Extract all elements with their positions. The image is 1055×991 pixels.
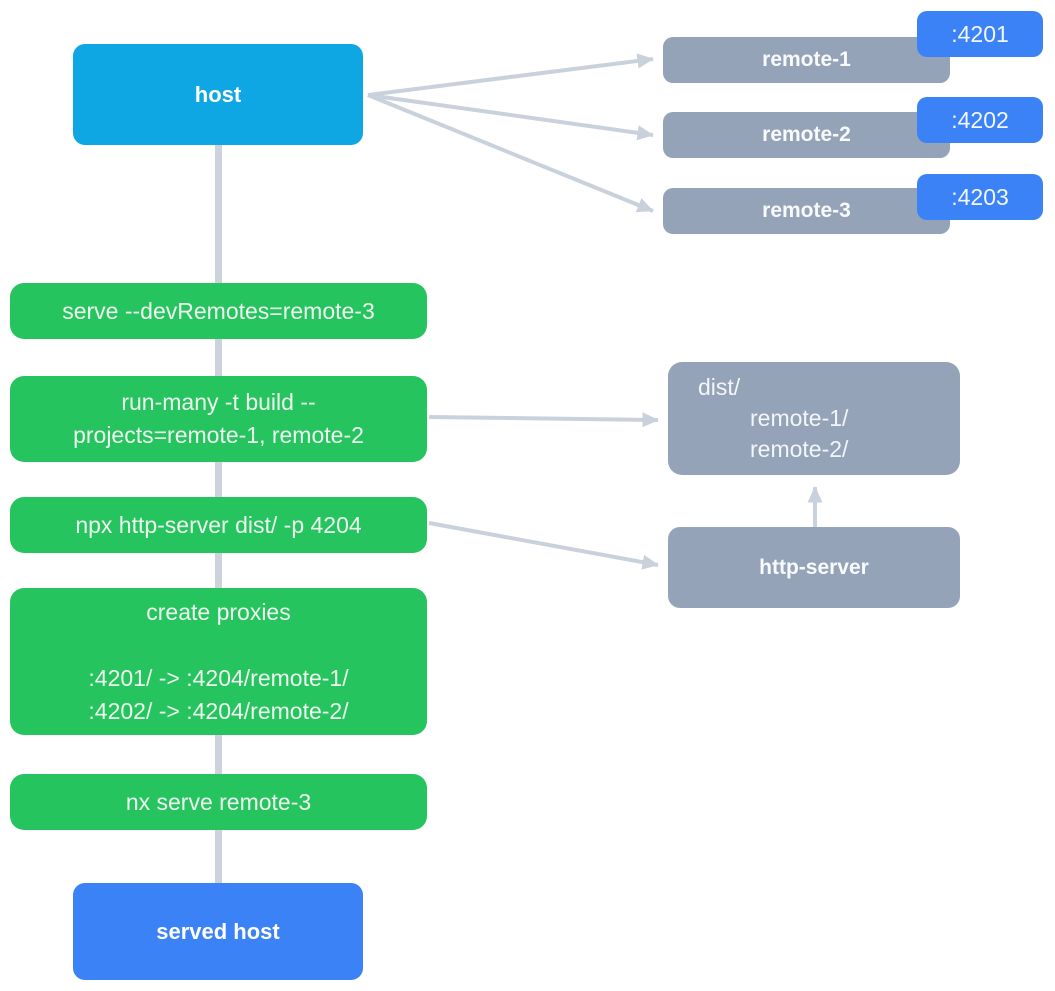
step-create-proxies-mapping-1: :4201/ -> :4204/remote-1/: [88, 664, 349, 691]
http-server-node: http-server: [668, 527, 960, 608]
edge-host-remote-1: [367, 53, 654, 97]
port-badge-4201: :4201: [917, 11, 1043, 57]
served-host-node: served host: [73, 883, 363, 980]
step-create-proxies: create proxies :4201/ -> :4204/remote-1/…: [10, 588, 427, 735]
dist-folder-root: dist/: [698, 374, 741, 400]
remote-2-label: remote-2: [762, 123, 851, 146]
step-create-proxies-title: create proxies: [146, 598, 291, 625]
http-server-label: http-server: [759, 555, 869, 579]
remote-1-label: remote-1: [762, 48, 851, 71]
port-badge-4201-label: :4201: [951, 20, 1009, 47]
step-npx-http-server: npx http-server dist/ -p 4204: [10, 497, 427, 553]
remote-2-node: remote-2: [663, 112, 950, 158]
edge-host-remote-3: [367, 93, 654, 213]
dist-folder-remote-2: remote-2/: [750, 436, 849, 462]
step-serve-dev-remotes: serve --devRemotes=remote-3: [10, 283, 427, 339]
edge-npx-httpserver: [428, 521, 659, 570]
port-badge-4202: :4202: [917, 97, 1043, 143]
remote-1-node: remote-1: [663, 37, 950, 83]
edge-runmany-dist: [428, 412, 659, 428]
port-badge-4203: :4203: [917, 174, 1043, 220]
remote-3-label: remote-3: [762, 199, 851, 222]
step-create-proxies-mapping-2: :4202/ -> :4204/remote-2/: [88, 697, 349, 724]
served-host-label: served host: [156, 918, 280, 944]
edge-host-remote-2: [367, 93, 654, 141]
step-run-many-build-line-1: run-many -t build --: [121, 389, 316, 415]
host-label: host: [194, 81, 242, 107]
step-npx-http-server-text: npx http-server dist/ -p 4204: [75, 511, 362, 538]
port-badge-4203-label: :4203: [951, 183, 1009, 210]
step-run-many-build: run-many -t build -- projects=remote-1, …: [10, 376, 427, 462]
step-nx-serve-remote-3-text: nx serve remote-3: [125, 788, 312, 815]
dist-folder-node: dist/ remote-1/ remote-2/: [668, 362, 960, 475]
remote-3-node: remote-3: [663, 188, 950, 234]
step-serve-dev-remotes-text: serve --devRemotes=remote-3: [62, 297, 375, 324]
step-nx-serve-remote-3: nx serve remote-3: [10, 774, 427, 830]
step-run-many-build-line-2: projects=remote-1, remote-2: [73, 422, 364, 448]
port-badge-4202-label: :4202: [951, 106, 1009, 133]
dist-folder-remote-1: remote-1/: [750, 405, 849, 431]
host-node: host: [73, 44, 363, 145]
